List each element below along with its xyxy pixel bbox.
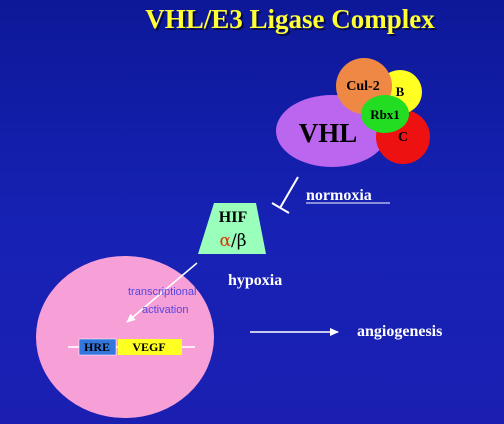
- activation-label: activation: [142, 304, 188, 316]
- b-subunit-label: B: [396, 84, 405, 99]
- c-subunit-label: C: [398, 130, 408, 145]
- hif-trapezoid: [198, 203, 266, 254]
- transcription-arrow: [126, 262, 198, 323]
- cul2-label: Cul-2: [346, 79, 379, 94]
- hre-label: HRE: [84, 340, 110, 354]
- inhibition-bar: [271, 202, 290, 214]
- rbx1-circle: [361, 95, 409, 133]
- vhl-label: VHL: [299, 118, 358, 148]
- rbx1-label: Rbx1: [370, 107, 400, 122]
- hif-label: HIF: [219, 209, 248, 226]
- vegf-box: [118, 339, 182, 355]
- vegf-label: VEGF: [132, 340, 165, 354]
- nucleus-ellipse: [36, 256, 214, 418]
- normoxia-label: normoxia: [306, 187, 372, 204]
- page-title: VHL/E3 Ligase Complex: [145, 4, 435, 34]
- hif-subunits-label: α/β: [219, 231, 246, 251]
- hypoxia-label: hypoxia: [228, 272, 282, 289]
- angiogenesis-label: angiogenesis: [357, 323, 442, 340]
- inhibition-line: [279, 176, 299, 209]
- transcriptional-label: transcriptional: [128, 286, 196, 298]
- hre-box: [78, 338, 117, 356]
- page-title-shadow: VHL/E3 Ligase Complex: [147, 6, 437, 36]
